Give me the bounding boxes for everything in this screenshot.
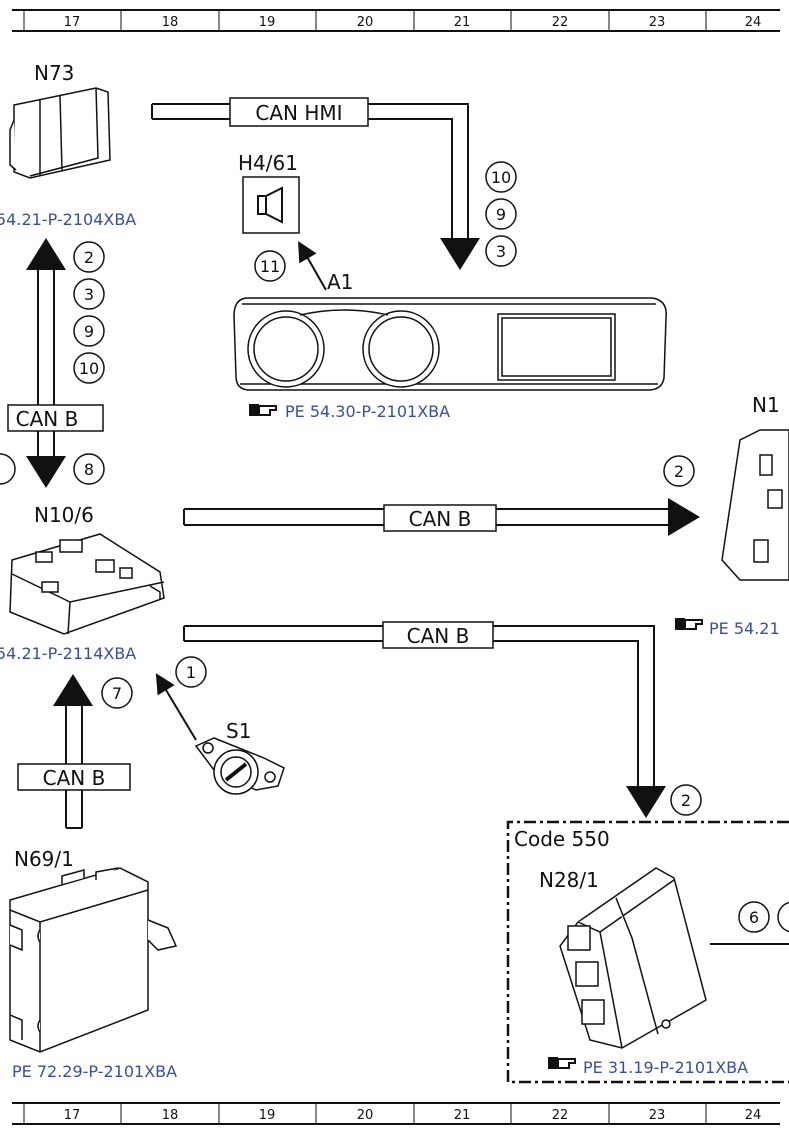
right-arrowhead	[668, 498, 700, 536]
hand-pointer-icon	[548, 1057, 576, 1069]
n691-label: N69/1	[14, 847, 74, 871]
n106-module-icon	[9, 533, 165, 635]
grid-col-label: 21	[454, 15, 471, 30]
circle-number: 2	[681, 791, 691, 810]
hand-pointer-icon	[675, 618, 703, 630]
s1-label: S1	[226, 719, 251, 743]
a1-ref: PE 54.30-P-2101XBA	[285, 402, 450, 421]
circle-number: 3	[84, 285, 94, 304]
can-hmi-arrowhead	[440, 238, 480, 270]
can-b-mid-label: CAN B	[409, 507, 472, 531]
n281-label: N28/1	[539, 868, 599, 892]
can-b-mid-bus: CAN B 2	[183, 455, 700, 536]
grid-col-label: 24	[745, 15, 762, 30]
circle-number: 10	[491, 168, 511, 187]
partial-circle	[777, 901, 789, 933]
n106-module: N10/6 54.21-P-2114XBA	[0, 503, 165, 663]
n691-module: N69/1 PE 72.29-P-2101XBA	[9, 847, 178, 1081]
grid-col-label: 18	[162, 15, 179, 30]
grid-col-label: 23	[649, 15, 666, 30]
down-arrowhead	[26, 456, 66, 488]
circle-number: 3	[496, 242, 506, 261]
instrument-cluster-icon	[233, 297, 667, 391]
circle-number: 8	[84, 460, 94, 479]
hmi-number-circles: 10 9 3	[485, 161, 517, 267]
s1-switch: 1 S1	[155, 656, 285, 795]
can-b-left-label: CAN B	[16, 407, 79, 431]
grid-col-label: 18	[162, 1108, 179, 1123]
grid-col-label: 20	[357, 15, 374, 30]
can-hmi-label: CAN HMI	[255, 101, 342, 125]
grid-col-label: 17	[64, 1108, 81, 1123]
h461-label: H4/61	[238, 151, 298, 175]
n1x-ref: PE 54.21	[709, 619, 780, 638]
circle-number: 11	[260, 257, 280, 276]
grid-col-label: 20	[357, 1108, 374, 1123]
grid-col-label: 17	[64, 15, 81, 30]
grid-col-label: 19	[259, 1108, 276, 1123]
bottom-grid-strip: 17 18 19 20 21 22 23 24	[12, 1102, 780, 1125]
can-b-low-label: CAN B	[407, 624, 470, 648]
grid-col-label: 23	[649, 1108, 666, 1123]
n106-label: N10/6	[34, 503, 94, 527]
grid-col-label: 22	[552, 1108, 569, 1123]
n73-module: N73 54.21-P-2104XBA	[0, 61, 136, 229]
n281-module-icon	[559, 867, 707, 1049]
h461-speaker: H4/61 11	[238, 151, 327, 291]
hand-pointer-icon	[249, 404, 277, 416]
partial-circle	[0, 453, 16, 485]
can-hmi-bus: CAN HMI	[151, 97, 480, 270]
down-arrowhead	[626, 786, 666, 818]
can-b-bottom-bus: CAN B 7	[17, 674, 133, 829]
circle-number: 2	[674, 462, 684, 481]
n691-ref: PE 72.29-P-2101XBA	[12, 1062, 177, 1081]
speaker-icon	[257, 186, 283, 224]
grid-col-label: 22	[552, 15, 569, 30]
code-550-label: Code 550	[514, 827, 610, 851]
a1-instrument-cluster: A1 PE 54.30-P-2101XBA	[233, 270, 667, 421]
can-b-bottom-label: CAN B	[43, 766, 106, 790]
a1-label: A1	[327, 270, 353, 294]
up-arrowhead	[26, 238, 66, 270]
n281-ref: PE 31.19-P-2101XBA	[583, 1058, 748, 1077]
can-b-low-bus: CAN B 2	[183, 621, 702, 818]
can-b-left-bus: CAN B	[7, 238, 104, 488]
circle-number: 9	[84, 322, 94, 341]
circle-number: 1	[186, 663, 196, 682]
grid-col-label: 24	[745, 1108, 762, 1123]
up-arrowhead	[53, 674, 93, 706]
grid-col-label: 21	[454, 1108, 471, 1123]
code-550-box: Code 550 N28/1 6 PE 31.19-P-2101XBA	[506, 820, 789, 1084]
left-number-circles: 2 3 9 10 8	[0, 241, 105, 485]
n1x-module: N1 PE 54.21	[675, 393, 789, 638]
circle-number: 7	[112, 684, 122, 703]
circle-number: 2	[84, 248, 94, 267]
circle-number: 6	[749, 908, 759, 927]
n106-ref: 54.21-P-2114XBA	[0, 644, 136, 663]
n691-module-icon	[9, 867, 178, 1053]
circle-number: 9	[496, 205, 506, 224]
n73-module-icon	[9, 87, 111, 179]
n73-ref: 54.21-P-2104XBA	[0, 210, 136, 229]
n1x-module-icon	[721, 429, 789, 581]
n73-label: N73	[34, 61, 74, 85]
circle-number: 10	[79, 359, 99, 378]
grid-col-label: 19	[259, 15, 276, 30]
n1x-label: N1	[752, 393, 780, 417]
ignition-switch-icon	[194, 737, 285, 795]
top-grid-strip: 17 18 19 20 21 22 23 24	[12, 9, 780, 32]
